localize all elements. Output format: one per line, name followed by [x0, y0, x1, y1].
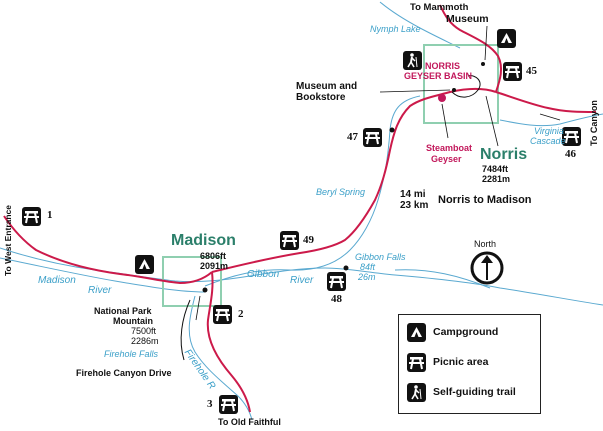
nymph-creek [379, 1, 461, 49]
leader-lines [195, 25, 561, 321]
picnic-number: 47 [347, 131, 358, 143]
virginia-cascade-label-1: Virginia [534, 126, 564, 136]
nymph-lake-label: Nymph Lake [370, 24, 421, 34]
firehole-canyon-drive-label: Firehole Canyon Drive [76, 368, 172, 378]
tent-icon [407, 323, 426, 342]
gibbon-falls-ft: 84ft [360, 262, 376, 272]
legend-campground-label: Campground [433, 326, 499, 338]
distance-km: 23 km [400, 200, 429, 211]
road-network [3, 4, 597, 413]
junction-dot [389, 127, 395, 133]
picnic-number: 46 [565, 148, 576, 160]
madison-river-lower [0, 257, 206, 293]
steamboat-geyser-dot [438, 94, 446, 102]
road-madison-old-faithful [206, 271, 251, 413]
gibbon-falls-dot [343, 265, 349, 271]
norris-elevation-ft: 7484ft [482, 164, 509, 174]
to-west-entrance-label: To West Entrance [3, 204, 13, 276]
norris-to-madison-label: Norris to Madison [438, 194, 532, 206]
to-canyon-label: To Canyon [589, 100, 599, 146]
norris-elevation-m: 2281m [482, 174, 511, 184]
hiker-icon [403, 51, 422, 70]
road-madison-norris [211, 88, 497, 273]
national-park-mountain-label-2: Mountain [113, 316, 153, 326]
picnic-table-icon [327, 272, 346, 291]
legend-picnic-label: Picnic area [433, 356, 489, 368]
picnic-number: 49 [303, 234, 314, 246]
road-west-entrance [3, 215, 213, 285]
tent-icon [135, 255, 154, 274]
picnic-table-icon [22, 207, 41, 226]
picnic-table-icon [562, 127, 581, 146]
norris-geyser-basin-label-2: GEYSER BASIN [404, 71, 473, 81]
norris-village-box [423, 44, 499, 124]
firehole-falls-label: Firehole Falls [104, 349, 159, 359]
virginia-creek [499, 113, 603, 127]
road-norris-mammoth [439, 4, 503, 93]
museum-bookstore-label-2: Bookstore [296, 92, 346, 103]
national-park-mountain-label-1: National Park [94, 306, 152, 316]
firehole-canyon-drive-road [180, 299, 191, 361]
steamboat-geyser-label-2: Geyser [431, 154, 462, 164]
npm-elevation-m: 2286m [131, 336, 159, 346]
picnic-table-icon [219, 395, 238, 414]
picnic-table-icon [280, 231, 299, 250]
small-creek [394, 269, 491, 289]
map-legend: Campground Picnic area Self-guiding trai… [398, 314, 541, 414]
distance-mi: 14 mi [400, 189, 426, 200]
gibbon-river-label-1: Gibbon [247, 269, 280, 280]
picnic-table-icon [407, 353, 426, 372]
museum-label: Museum [446, 13, 489, 25]
north-arrow-icon [470, 251, 504, 285]
picnic-table-icon [213, 305, 232, 324]
virginia-cascade-label-2: Cascade [530, 136, 566, 146]
to-mammoth-label: To Mammoth [410, 2, 469, 13]
npm-elevation-ft: 7500ft [131, 326, 157, 336]
norris-town-label: Norris [480, 146, 528, 163]
beryl-spring-label: Beryl Spring [316, 187, 366, 197]
picnic-number: 1 [47, 209, 53, 221]
picnic-number: 48 [331, 293, 342, 305]
road-norris-canyon [495, 91, 597, 113]
museum-dot [452, 88, 456, 92]
madison-junction-dot [202, 287, 208, 293]
tent-icon [497, 29, 516, 48]
museum-top-dot [481, 62, 485, 66]
picnic-number: 3 [207, 398, 213, 410]
picnic-table-icon [363, 128, 382, 147]
madison-river-label-1: Madison [38, 275, 76, 286]
north-label: North [474, 239, 497, 249]
picnic-number: 45 [526, 65, 537, 77]
gibbon-river-label-2: River [290, 275, 314, 286]
madison-town-label: Madison [171, 232, 236, 249]
norris-loop-trail [451, 75, 481, 98]
madison-river-label-2: River [88, 285, 112, 296]
gibbon-falls-m: 26m [358, 272, 376, 282]
gibbon-falls-label: Gibbon Falls [355, 252, 406, 262]
steamboat-geyser-label-1: Steamboat [426, 143, 473, 153]
to-old-faithful-label: To Old Faithful [218, 417, 281, 427]
madison-elevation-ft: 6806ft [200, 251, 227, 261]
legend-trail-label: Self-guiding trail [433, 386, 516, 398]
picnic-number: 2 [238, 308, 244, 320]
firehole-river [188, 295, 253, 421]
picnic-table-icon [503, 62, 522, 81]
hiker-icon [407, 383, 426, 402]
norris-geyser-basin-label-1: NORRIS [425, 61, 461, 71]
madison-elevation-m: 2091m [200, 261, 229, 271]
museum-bookstore-label-1: Museum and [296, 81, 358, 92]
